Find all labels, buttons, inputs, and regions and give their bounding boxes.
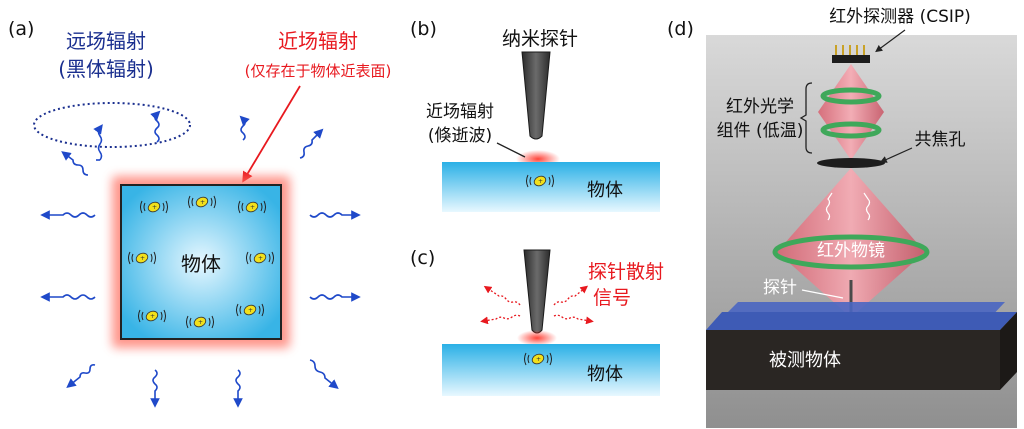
evanescent-pointer — [496, 142, 526, 158]
panel-d: (d) 红外探测器 (CSIP) 红外光学 组件 (低温) 共焦孔 — [667, 7, 1017, 428]
far-field-title: 远场辐射 — [66, 29, 146, 53]
pinhole-icon — [817, 158, 885, 168]
panel-a: (a) 远场辐射 (黑体辐射) 近场辐射 (仅存在于物体近表面) 物体 — [8, 18, 392, 408]
sample-front — [706, 330, 1000, 390]
panel-c-label: (c) — [410, 247, 435, 269]
optics-bracket — [799, 82, 813, 154]
sample-top — [706, 312, 1017, 330]
panel-b-label: (b) — [410, 18, 437, 40]
return-arrow-icon — [825, 192, 871, 221]
probe-tip-icon — [523, 249, 551, 334]
pinhole-label: 共焦孔 — [915, 130, 966, 150]
detector-chip-icon — [832, 45, 870, 63]
pinhole-pointer — [879, 147, 913, 163]
optics-ring-2 — [820, 121, 882, 139]
optics-label-2: 组件 (低温) — [717, 121, 804, 141]
objective-beam — [777, 168, 925, 314]
sample-label: 被测物体 — [769, 350, 841, 371]
detector-label: 红外探测器 (CSIP) — [829, 7, 971, 27]
scatter-subtitle: 信号 — [593, 287, 631, 309]
far-field-dotted-ellipse — [33, 102, 191, 148]
near-field-note: (仅存在于物体近表面) — [245, 62, 392, 80]
wavy-arrow-icon — [40, 110, 361, 408]
object-slab-b — [442, 162, 660, 212]
probe-label: 纳米探针 — [502, 28, 578, 50]
object-slab-c — [442, 344, 660, 396]
tip-pointer — [801, 289, 844, 299]
near-field-hotspot — [517, 330, 557, 346]
optics-ring-1 — [820, 87, 882, 105]
object-label-b: 物体 — [587, 180, 623, 201]
evanescent-subtitle: (倏逝波) — [428, 126, 492, 146]
scatter-title: 探针散射 — [588, 261, 664, 283]
panel-b: (b) 纳米探针 近场辐射 (倏逝波) 物体 — [410, 18, 660, 212]
near-field-title: 近场辐射 — [278, 29, 358, 53]
objective-ring — [772, 234, 930, 270]
panel-a-label: (a) — [8, 18, 34, 40]
detector-pointer — [875, 29, 906, 53]
probe-tip-icon — [521, 51, 551, 140]
object-label-c: 物体 — [587, 364, 623, 385]
optics-label: 红外光学 — [726, 97, 794, 117]
object-label: 物体 — [181, 252, 221, 276]
panel-c: (c) 探针散射 信号 物体 — [410, 247, 664, 396]
near-field-pointer-arrow — [242, 85, 301, 183]
evanescent-title: 近场辐射 — [426, 102, 494, 122]
tip-label: 探针 — [763, 278, 797, 298]
objective-label: 红外物镜 — [817, 241, 885, 261]
sample-side — [1000, 312, 1017, 390]
far-field-subtitle: (黑体辐射) — [58, 57, 154, 81]
scatter-arrow-icon — [480, 285, 594, 325]
panel-d-label: (d) — [667, 18, 694, 40]
